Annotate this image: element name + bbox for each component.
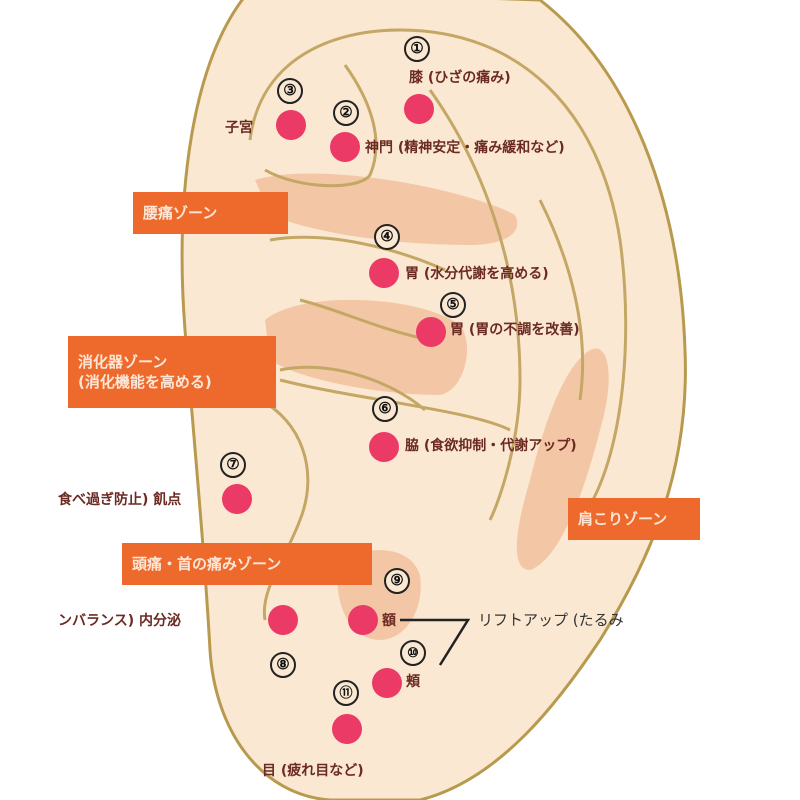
- lift-up-annotation: リフトアップ (たるみ: [478, 611, 624, 629]
- point-number-3: ③: [277, 78, 303, 104]
- acupoint-2[interactable]: [330, 132, 360, 162]
- point-label-10: 頬: [406, 674, 420, 690]
- point-label-6: 脇 (食欲抑制・代謝アップ): [405, 438, 577, 454]
- point-label-7: 食べ過ぎ防止) 飢点: [58, 492, 182, 508]
- point-label-4: 胃 (水分代謝を高める): [405, 266, 549, 282]
- digestive-zone-shape: [265, 299, 468, 395]
- point-number-5: ⑤: [440, 292, 466, 318]
- point-label-2: 神門 (精神安定・痛み緩和など): [365, 140, 565, 156]
- shoulder-zone-text: 肩こりゾーン: [578, 510, 668, 528]
- digestive-zone-text: 消化器ゾーン: [78, 353, 168, 371]
- acupoint-4[interactable]: [369, 258, 399, 288]
- point-number-9: ⑨: [384, 568, 410, 594]
- lumbar-zone-shape: [255, 173, 518, 245]
- point-number-4: ④: [374, 224, 400, 250]
- digestive-zone-subtext: (消化機能を高める): [78, 373, 212, 391]
- lumbar-zone-label: 腰痛ゾーン: [133, 192, 288, 234]
- point-label-11: 目 (疲れ目など): [262, 763, 364, 779]
- acupoint-3[interactable]: [276, 110, 306, 140]
- acupoint-6[interactable]: [369, 432, 399, 462]
- point-number-11: ⑪: [333, 680, 359, 706]
- acupoint-9[interactable]: [348, 605, 378, 635]
- point-number-7: ⑦: [220, 452, 246, 478]
- acupoint-7[interactable]: [222, 484, 252, 514]
- point-number-10: ⑩: [400, 640, 426, 666]
- acupoint-11[interactable]: [332, 714, 362, 744]
- point-label-8: ンバランス) 内分泌: [58, 613, 181, 629]
- lift-up-leader-line: [400, 618, 471, 666]
- head-zone-text: 頭痛・首の痛みゾーン: [132, 555, 282, 573]
- acupoint-10[interactable]: [372, 668, 402, 698]
- digestive-zone-label: 消化器ゾーン (消化機能を高める): [68, 336, 276, 408]
- point-number-2: ②: [333, 100, 359, 126]
- point-label-5: 胃 (胃の不調を改善): [450, 322, 580, 338]
- acupoint-1[interactable]: [404, 94, 434, 124]
- shoulder-zone-label: 肩こりゾーン: [568, 498, 700, 540]
- point-number-1: ①: [404, 36, 430, 62]
- point-number-8: ⑧: [270, 652, 296, 678]
- shoulder-zone-shape: [516, 348, 609, 570]
- point-label-3: 子宮: [225, 120, 253, 136]
- point-number-6: ⑥: [372, 396, 398, 422]
- point-label-1: 膝 (ひざの痛み): [409, 70, 511, 86]
- head-zone-label: 頭痛・首の痛みゾーン: [122, 543, 372, 585]
- point-label-9: 額: [382, 613, 396, 629]
- acupoint-5[interactable]: [416, 317, 446, 347]
- acupoint-8[interactable]: [268, 605, 298, 635]
- lumbar-zone-text: 腰痛ゾーン: [143, 204, 218, 222]
